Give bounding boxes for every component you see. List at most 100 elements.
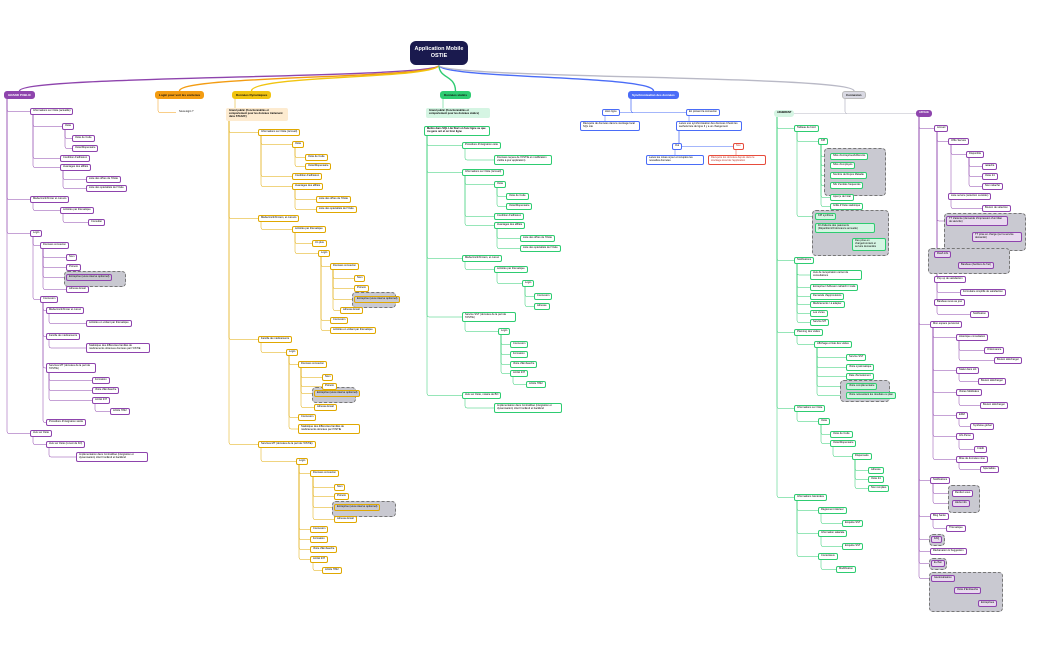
dyn-connexion2[interactable]: Connexion (298, 414, 317, 421)
dyn-code[interactable]: Ostie de Code (305, 154, 328, 161)
dyn-actions[interactable]: Activités par thématique (292, 226, 326, 233)
dyn-avantages[interactable]: Avantages des affiliés (292, 183, 324, 190)
conn-tableau[interactable]: Tableau de bord (794, 125, 819, 132)
dyn-visite[interactable]: Visite d'Embauche (310, 546, 338, 553)
conn-enquete[interactable]: Enquête SST (842, 543, 864, 550)
gp-code[interactable]: Ostie de Code (72, 135, 95, 142)
dyn-article[interactable]: Article 7822 (322, 567, 342, 574)
dyn-medecins[interactable]: Médecins/Infirmiers, et cureurs (258, 215, 300, 222)
conn-mon-espace[interactable]: Mon espace personnel (930, 321, 963, 328)
dyn-nom3[interactable]: Nom (334, 484, 346, 491)
dyn-conditions[interactable]: Condition d'adhésion (292, 173, 323, 180)
dyn-specialites[interactable]: Liste des spécialités de l'Ostie (316, 206, 357, 213)
gp-article[interactable]: Article 7822 (110, 408, 130, 415)
gp-email[interactable]: Adresse Email (66, 286, 89, 293)
dyn-entreprise2[interactable]: Entreprise (sous réserve optionnel) (314, 390, 361, 397)
sync-hors-ligne[interactable]: Hors ligne (602, 109, 620, 116)
gp-conditions[interactable]: Condition d'adhésion (60, 155, 91, 162)
dyn-connexion3[interactable]: Connexion (310, 526, 329, 533)
dyn-nom2[interactable]: Nom (322, 374, 334, 381)
conn-historique[interactable]: Historique consultation (956, 334, 989, 341)
conn-ref1[interactable]: rattaché (982, 163, 998, 170)
gp-specialites[interactable]: Liste des spécialités de l'Ostie (86, 185, 127, 192)
conn-p5[interactable]: Visite nécessitant les résultats ou plan (846, 392, 896, 399)
conn-blog[interactable]: Blog Santé (930, 513, 949, 520)
stat-implementation[interactable]: Implémentation dans ContratDao (intégrat… (494, 403, 562, 413)
stat-conditions[interactable]: Condition d'adhésion (494, 213, 525, 220)
dyn-activites[interactable]: Activités en voltant par thématique (330, 327, 376, 334)
conn-n2[interactable]: Entreprise l'Adhesion rafraîchi / traité (810, 284, 859, 291)
dyn-arrete[interactable]: Arrêté 237 (310, 556, 329, 563)
gp-actions[interactable]: Activités par thématique (60, 207, 94, 214)
branch-dynamiques[interactable]: Données Dynamiques (232, 91, 272, 100)
conn-specialites[interactable]: Spécialités (980, 466, 999, 473)
conn-p4[interactable]: Visite complémentaire (846, 383, 878, 390)
conn-notifications2[interactable]: Notifications (930, 477, 951, 484)
login-sous[interactable]: Sous-login ? (179, 110, 194, 113)
dyn-prenom3[interactable]: Prénom (334, 493, 350, 500)
dyn-info[interactable]: Informations sur Ostie (Accueil) (258, 129, 301, 136)
gp-formation[interactable]: Formation (92, 377, 110, 384)
conn-bouton-selection[interactable]: Bouton de sélection (982, 205, 1011, 212)
conn-ostie-disp[interactable]: Ostie d'Embauche (954, 587, 982, 594)
conn-affilie[interactable]: AFFILIE (916, 110, 932, 117)
conn-kpi2[interactable]: Nbre d'employés (830, 162, 856, 169)
branch-connexion[interactable]: Connexion (842, 91, 866, 100)
gp-consulter[interactable]: Consulter (88, 219, 106, 226)
dyn-offres[interactable]: Liste des offres de l'Ostie (316, 196, 351, 203)
conn-ostie[interactable]: Ostie (818, 418, 831, 425)
conn-kpi3[interactable]: Nombre de Repos Maladie (830, 172, 867, 179)
dyn-email2[interactable]: Adresse Email (314, 404, 337, 411)
stat-arrete[interactable]: Arrêté 237 (510, 370, 529, 377)
gp-visite[interactable]: Visite d'Embauche (92, 387, 120, 394)
gp-entreprise[interactable]: Entreprise (sous réserve optionnel) (66, 274, 113, 281)
stat-code[interactable]: Ostie de Code (506, 193, 529, 200)
conn-pop-up[interactable]: Pop up de satisfaction (934, 276, 966, 283)
gp-statistique[interactable]: Statistique des différentes familles de … (86, 343, 150, 353)
dyn-email3[interactable]: Adresse Email (334, 516, 357, 523)
conn-ref2[interactable]: Ostie 24 (982, 173, 998, 180)
conn-geo[interactable]: Géolocalisation (931, 575, 955, 582)
conn-n3[interactable]: Demande d'approvisions (810, 293, 845, 300)
conn-kpi-c[interactable]: Des prise en charge/montant et service d… (852, 238, 886, 251)
dyn-login[interactable]: Login (318, 250, 331, 257)
conn-bouton-tel3[interactable]: Bouton télécharger (980, 402, 1008, 409)
gp-services[interactable]: Services MT (données de la part de l'OST… (46, 363, 96, 373)
conn-dispensaire[interactable]: Ostie/Dispensaire (830, 440, 857, 447)
gp-login[interactable]: Login (30, 230, 43, 237)
conn-ref3[interactable]: Non rattaché (982, 183, 1003, 190)
conn-planning[interactable]: Planning des visites (794, 329, 823, 336)
dyn-un-plus[interactable]: Un plus (312, 240, 327, 247)
root-node[interactable]: Application Mobile OSTIE (410, 41, 468, 65)
conn-synthese[interactable]: Synthèse global (970, 423, 995, 430)
dyn-nom[interactable]: Nom (354, 275, 366, 282)
sync-non-detail[interactable]: Récupère les données depuis dans le stoc… (708, 155, 766, 165)
gp-ostie[interactable]: Ostie (62, 123, 75, 130)
gp-activites[interactable]: Activités en voltant par thématique (86, 320, 132, 327)
stat-note[interactable]: Mettre dans SQL Lite Start on fonc ligne… (424, 126, 490, 136)
conn-n4[interactable]: Médicaments / à adapter (810, 301, 845, 308)
stat-adresse[interactable]: Adresse (534, 303, 550, 310)
sync-oui-detail[interactable]: Lance les mises à jour et récupère les n… (646, 155, 704, 165)
dyn-donnees-connexion[interactable]: Données connexion (330, 263, 359, 270)
conn-affichage[interactable]: Affichage et liste des visites (814, 341, 852, 348)
gp-nom[interactable]: Nom (66, 254, 78, 261)
gp-avantages[interactable]: Avantages des affiliés (60, 164, 92, 171)
gp-donnees-connexion[interactable]: Données connexion (40, 242, 69, 249)
dyn-login3[interactable]: Login (296, 458, 309, 465)
gp-implementation[interactable]: Implémentation dans ContratDao (intégrat… (76, 452, 148, 462)
gp-avis-detail[interactable]: Avis sur Ostie (renvoi de bO) (46, 441, 86, 448)
gp-info[interactable]: Informations sur Ostie (actualité) (30, 108, 74, 115)
stat-medecins[interactable]: Médecins/Infirmiers, et cureur (462, 255, 503, 262)
gp-medecins-titre[interactable]: Médecins/Infirmier et cureurs (30, 196, 70, 203)
conn-n6[interactable]: Service MT (810, 319, 830, 326)
gp-dispensaire[interactable]: Ostie/Dispensaire (72, 145, 99, 152)
gp-famille[interactable]: Famille de médicaments (46, 333, 81, 340)
conn-bouton-telecharger[interactable]: Bouton télécharger (994, 357, 1022, 364)
conn-kpi-group[interactable]: KPI synthèse (815, 213, 837, 220)
dyn-dispensaire[interactable]: Ostie/Dispensaire (305, 163, 332, 170)
sync-recupere[interactable]: Récupère de données dans le stockage loc… (580, 121, 640, 131)
conn-kpi-b[interactable]: Fil d'attente des paiements (Répartition… (815, 223, 875, 233)
dyn-entreprise3[interactable]: Entreprise (sous réserve optionnel) (334, 504, 381, 511)
stat-donnees-recues[interactable]: Données reçues de l'OSTIE et modificatio… (494, 155, 552, 165)
